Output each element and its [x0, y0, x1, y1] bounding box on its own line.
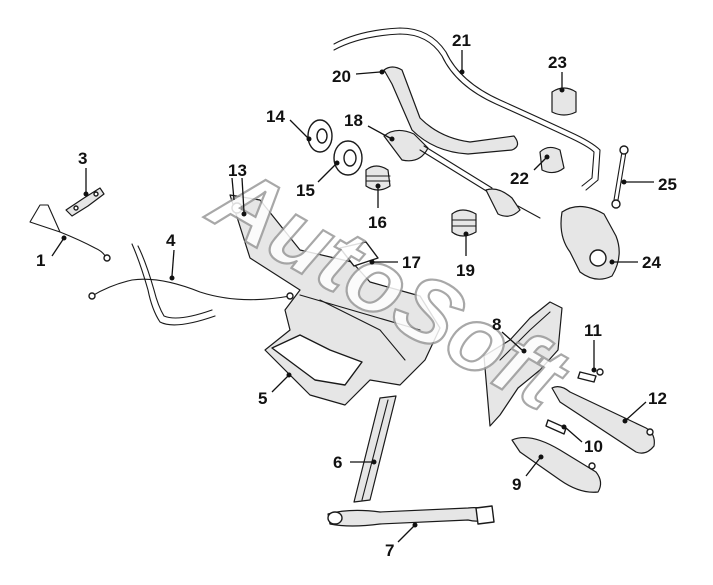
callout-11-label: 11	[584, 321, 602, 340]
part-reinforcement-strut	[383, 66, 519, 155]
callout-23[interactable]: 23	[548, 53, 567, 93]
callout-18-label: 18	[344, 111, 363, 130]
callout-20-label: 20	[332, 67, 351, 86]
callout-15[interactable]: 15	[296, 160, 340, 201]
callout-5-label: 5	[258, 389, 267, 408]
part-stabilizer-bar	[333, 27, 601, 191]
part-toe-link	[551, 386, 655, 454]
part-lower-transverse-arm	[327, 505, 495, 527]
callout-10[interactable]: 10	[561, 424, 603, 457]
callout-3[interactable]: 3	[78, 149, 89, 197]
callout-17-label: 17	[402, 253, 421, 272]
callout-13-label: 13	[228, 161, 247, 180]
part-carrier-bracket	[483, 301, 563, 427]
callout-23-label: 23	[548, 53, 567, 72]
watermark: AutoSoft	[192, 145, 586, 432]
part-differential-mount-front	[333, 140, 363, 176]
part-stabilizer-bushing-clamp	[551, 87, 577, 116]
callout-10-label: 10	[584, 437, 603, 456]
callout-15-label: 15	[296, 181, 315, 200]
callout-4[interactable]: 4	[166, 231, 176, 281]
callout-22-label: 22	[510, 169, 529, 188]
callout-5[interactable]: 5	[258, 372, 292, 409]
callout-21[interactable]: 21	[452, 31, 471, 75]
part-brake-cable-bracket	[29, 204, 111, 262]
callout-12-label: 12	[648, 389, 667, 408]
callout-21-label: 21	[452, 31, 471, 50]
callout-6-label: 6	[333, 453, 342, 472]
callout-25-label: 25	[658, 175, 677, 194]
part-differential-mount-rear	[307, 119, 333, 153]
part-stabilizer-bushing	[539, 146, 565, 174]
callout-8-label: 8	[492, 315, 501, 334]
callout-1[interactable]: 1	[36, 235, 67, 271]
callout-13[interactable]: 13	[228, 161, 247, 217]
callout-22[interactable]: 22	[510, 154, 550, 189]
callout-17[interactable]: 17	[369, 253, 421, 272]
callout-16-label: 16	[368, 213, 387, 232]
watermark-text: AutoSoft	[193, 146, 585, 431]
callout-14[interactable]: 14	[266, 107, 312, 142]
callout-3-label: 3	[78, 149, 87, 168]
part-bolts	[545, 368, 604, 435]
callout-24[interactable]: 24	[609, 253, 662, 272]
part-cv-boot-outer	[451, 209, 477, 237]
part-cv-boot-inner	[365, 165, 391, 191]
callout-7-label: 7	[385, 541, 394, 560]
callout-14-label: 14	[266, 107, 285, 126]
callout-6[interactable]: 6	[333, 453, 377, 472]
callout-18[interactable]: 18	[344, 111, 395, 142]
part-wheel-knuckle	[560, 205, 620, 280]
part-drive-shaft	[383, 129, 541, 219]
part-small-bracket	[65, 187, 105, 217]
callout-9-label: 9	[512, 475, 521, 494]
callout-4-label: 4	[166, 231, 176, 250]
callout-20[interactable]: 20	[332, 67, 385, 86]
callout-16[interactable]: 16	[368, 183, 387, 233]
callout-19[interactable]: 19	[456, 231, 475, 281]
callout-24-label: 24	[642, 253, 661, 272]
callout-9[interactable]: 9	[512, 454, 544, 495]
callout-11[interactable]: 11	[584, 321, 602, 373]
callout-12[interactable]: 12	[622, 389, 667, 424]
callout-1-label: 1	[36, 251, 45, 270]
callout-8[interactable]: 8	[492, 315, 527, 354]
part-stabilizer-link	[611, 145, 629, 209]
callouts: 1 3 4 5 6 7 8 9	[36, 31, 677, 560]
callout-25[interactable]: 25	[621, 175, 677, 194]
part-trailing-link	[353, 395, 397, 503]
part-rear-subframe	[229, 194, 441, 406]
part-handbrake-cable	[88, 243, 294, 326]
callout-19-label: 19	[456, 261, 475, 280]
part-lower-control-arm	[511, 437, 602, 493]
callout-7[interactable]: 7	[385, 522, 418, 561]
